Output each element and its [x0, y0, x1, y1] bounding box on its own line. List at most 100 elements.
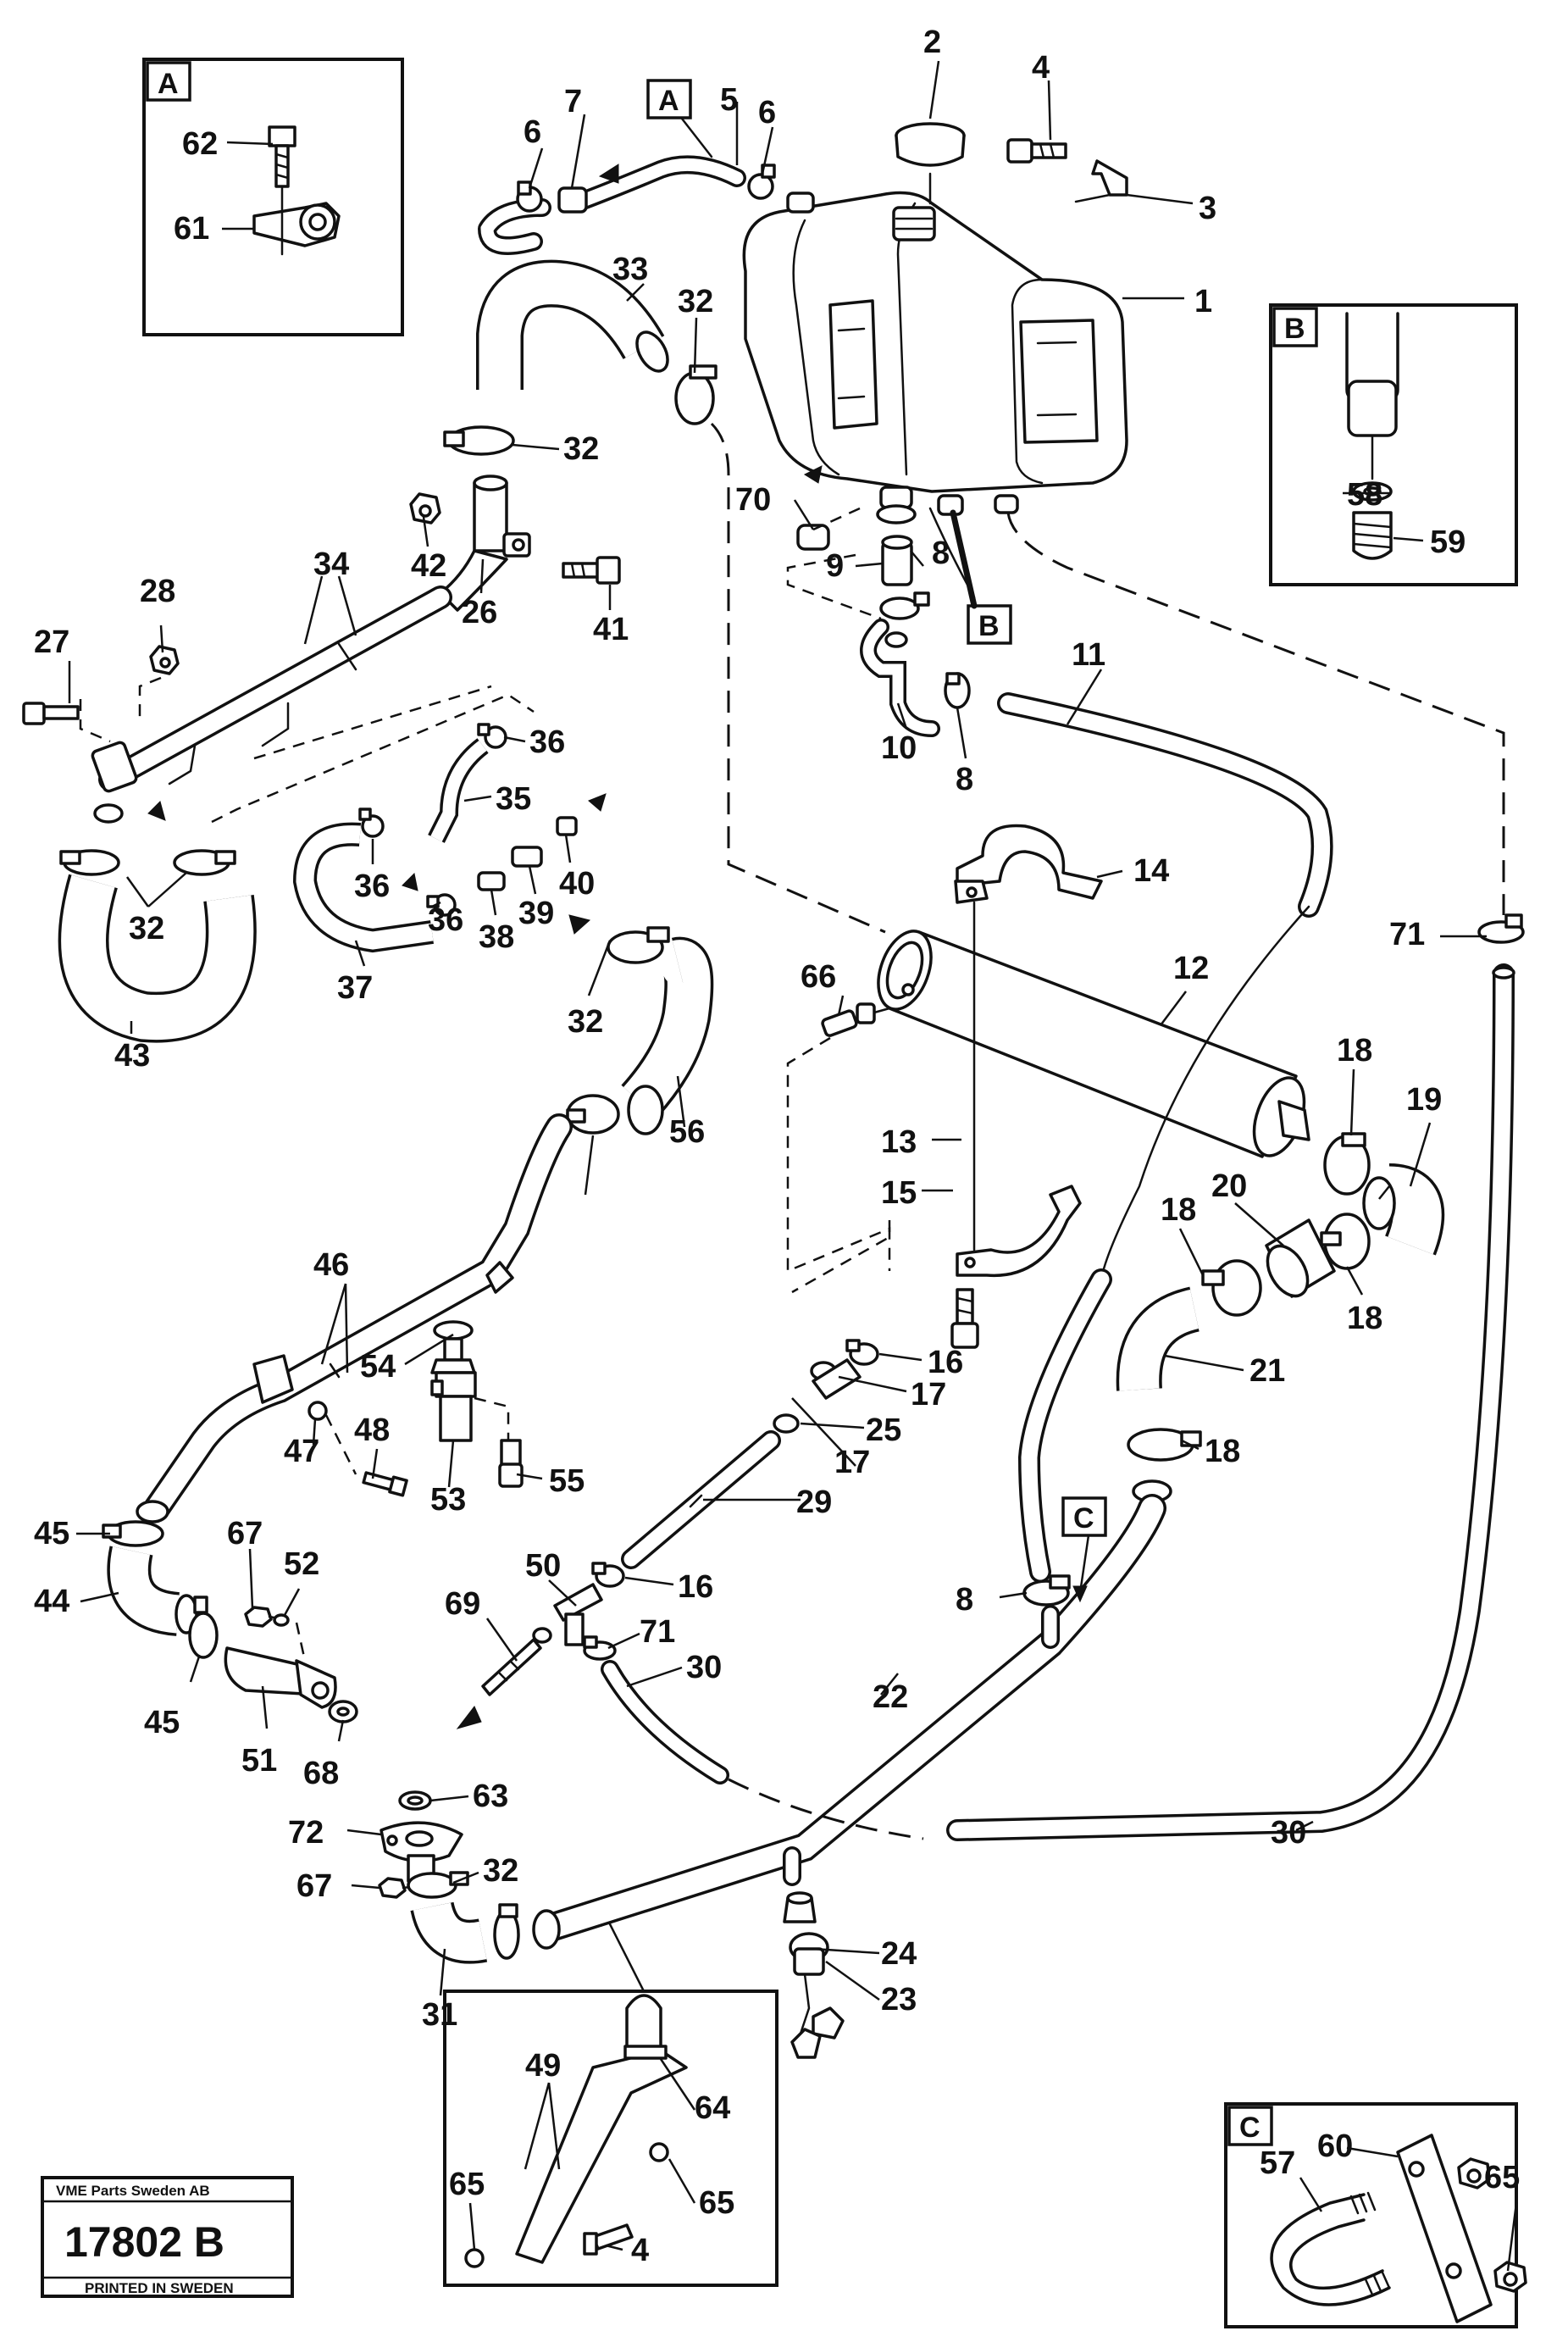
label-63: 63	[473, 1779, 508, 1814]
label-15: 15	[881, 1175, 917, 1211]
label-41: 41	[593, 612, 629, 647]
part-number-labels: 2 1 3 4 5 6 7 6 33 32 32 70 58 59 9 8 11…	[34, 25, 1520, 2268]
label-21: 21	[1249, 1353, 1285, 1389]
label-35: 35	[496, 781, 531, 817]
sleeve-51	[224, 1646, 337, 1709]
clamp-17-lower	[773, 1413, 800, 1434]
label-52: 52	[284, 1546, 319, 1582]
label-36-mid: 36	[354, 869, 390, 904]
tee-fitting-26	[439, 475, 531, 612]
label-30-long: 30	[1271, 1815, 1306, 1851]
hose-21	[1119, 1290, 1200, 1391]
sleeve-20	[1265, 1218, 1336, 1298]
label-18-b: 18	[1161, 1192, 1196, 1228]
drain-cock-23	[789, 1932, 845, 2059]
clamp-32-hose56-bottom	[566, 1094, 620, 1135]
label-32-bottom: 32	[483, 1853, 518, 1889]
clamp-32-bottom	[407, 1871, 469, 1899]
label-44: 44	[34, 1584, 69, 1619]
hose-11	[1000, 695, 1331, 915]
hose-43	[61, 874, 254, 1041]
label-45-top: 45	[34, 1516, 69, 1551]
clamp-32-u-right	[173, 849, 236, 876]
fitting-38	[477, 871, 506, 891]
clamp-36-top	[477, 723, 507, 749]
label-3: 3	[1199, 191, 1216, 226]
bolt-27	[22, 702, 80, 725]
label-17-lower: 17	[834, 1445, 870, 1480]
label-8-top: 8	[932, 536, 950, 571]
label-19: 19	[1406, 1082, 1442, 1118]
bracket-detail-box	[443, 1909, 778, 2287]
label-30-lower: 30	[686, 1650, 722, 1685]
detail-c-tag: C	[1239, 2112, 1260, 2144]
hose-11-lower	[1021, 1271, 1110, 1580]
label-32-top: 32	[678, 284, 713, 319]
clamp-32-top-right	[674, 364, 718, 425]
label-65-detail-c: 65	[1484, 2160, 1520, 2195]
detail-a-tag: A	[158, 68, 179, 100]
label-55: 55	[549, 1463, 585, 1499]
flange-72	[380, 1821, 463, 1863]
label-36-top: 36	[529, 724, 565, 760]
label-10: 10	[881, 730, 917, 766]
label-45-bottom: 45	[144, 1705, 180, 1740]
label-71-lower: 71	[640, 1614, 675, 1650]
pipe-34	[101, 588, 450, 789]
label-26: 26	[462, 595, 497, 630]
clamp-16-upper	[845, 1339, 879, 1366]
label-69: 69	[445, 1586, 480, 1622]
label-32-u: 32	[129, 911, 164, 946]
label-32-hose56: 32	[568, 1004, 603, 1040]
clamp-6-right	[747, 164, 776, 200]
label-46: 46	[313, 1247, 349, 1283]
label-43: 43	[114, 1038, 150, 1074]
clamp-18-b	[1320, 1213, 1371, 1270]
label-4-top: 4	[1032, 50, 1050, 86]
bracket-13	[956, 1185, 1082, 1278]
washer-68	[328, 1700, 358, 1723]
clamp-18-d	[1127, 1428, 1202, 1462]
label-71-upper: 71	[1389, 917, 1425, 952]
tag-a-marker-label: A	[658, 85, 679, 117]
bracket-3	[1091, 159, 1128, 197]
label-50: 50	[525, 1548, 561, 1584]
label-67-lower: 67	[296, 1868, 332, 1904]
valve-66	[821, 1002, 891, 1037]
nut-42	[409, 492, 441, 524]
clamp-71-lower	[583, 1635, 617, 1661]
cap-2	[895, 122, 966, 205]
pipe-10	[862, 621, 938, 735]
label-18-d: 18	[1205, 1434, 1240, 1469]
tee-50	[553, 1583, 603, 1646]
stamp-printed: PRINTED IN SWEDEN	[85, 2280, 234, 2296]
pipe-46	[146, 1116, 570, 1519]
label-58: 58	[1347, 477, 1382, 513]
pipe-69	[481, 1627, 552, 1696]
label-9: 9	[826, 548, 844, 584]
label-14: 14	[1133, 853, 1169, 889]
label-11: 11	[1072, 637, 1105, 673]
plug-70	[796, 524, 830, 551]
tag-c-marker-label: C	[1073, 1502, 1094, 1535]
sleeve-9	[881, 535, 913, 586]
leader-lines	[68, 60, 1518, 2272]
label-32-mid: 32	[563, 431, 599, 467]
label-23: 23	[881, 1982, 917, 2017]
label-16-upper: 16	[928, 1345, 963, 1380]
label-20: 20	[1211, 1168, 1247, 1204]
label-66: 66	[801, 959, 836, 995]
label-39: 39	[518, 896, 554, 931]
tag-c-marker: C	[1061, 1496, 1107, 1603]
fitting-40	[556, 816, 578, 836]
fitting-39	[511, 846, 543, 868]
screw-48	[362, 1471, 408, 1497]
clamp-18-a	[1323, 1132, 1371, 1196]
label-48: 48	[354, 1412, 390, 1448]
clamp-32-hose56-top	[607, 926, 670, 964]
label-13: 13	[881, 1124, 917, 1160]
hose-30-long	[949, 966, 1512, 1839]
label-8-lower: 8	[956, 1582, 973, 1618]
label-67-upper: 67	[227, 1516, 263, 1551]
label-68: 68	[303, 1756, 339, 1791]
